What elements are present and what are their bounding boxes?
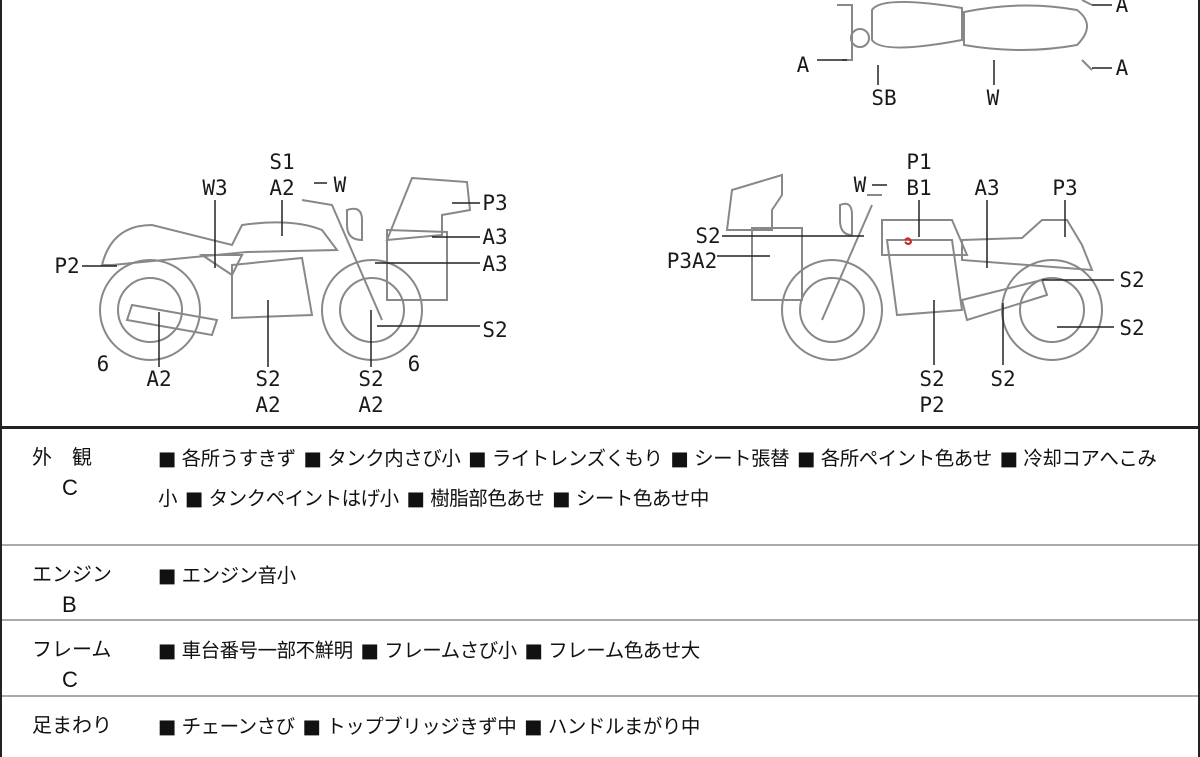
condition-item: ■ 冷却コアへこみ小 bbox=[158, 447, 1157, 510]
damage-label: SB bbox=[871, 86, 897, 110]
damage-label: P1 bbox=[906, 150, 932, 174]
damage-label: A2 bbox=[269, 176, 295, 200]
damage-label: A3 bbox=[482, 252, 508, 276]
category-grade: C bbox=[62, 667, 78, 692]
damage-label: P2 bbox=[919, 393, 945, 417]
damage-label: S2 bbox=[919, 367, 945, 391]
condition-item: ■ シート色あせ中 bbox=[552, 487, 709, 510]
condition-item: ■ フレームさび小 bbox=[360, 639, 518, 662]
damage-label: S2 bbox=[695, 224, 721, 248]
damage-label: B1 bbox=[906, 176, 932, 200]
category-name: エンジン bbox=[32, 562, 112, 586]
right-view-bike bbox=[725, 173, 1103, 361]
condition-item: ■ シート張替 bbox=[670, 447, 790, 470]
damage-label: P3A2 bbox=[666, 249, 718, 273]
condition-item: ■ 各所うすきず bbox=[158, 447, 296, 470]
condition-table: 外 観 C ■ 各所うすきず ■ タンク内さび小 ■ ライトレンズくもり ■ シート張替… bbox=[0, 426, 1200, 757]
condition-item: ■ ライトレンズくもり bbox=[468, 447, 663, 470]
damage-label: A bbox=[796, 53, 810, 77]
condition-items: ■ 車台番号一部不鮮明 ■ フレームさび小 ■ フレーム色あせ大 bbox=[158, 631, 1178, 671]
condition-item: ■ 樹脂部色あせ bbox=[406, 487, 545, 510]
damage-label: S2 bbox=[990, 367, 1016, 391]
damage-label: 6 bbox=[96, 352, 110, 376]
condition-items: ■ チェーンさび ■ トップブリッジきず中 ■ ハンドルまがり中 bbox=[158, 707, 1178, 747]
damage-label: S2 bbox=[1119, 316, 1145, 340]
motorcycle-drawings bbox=[82, 0, 1114, 367]
condition-item: ■ 車台番号一部不鮮明 bbox=[158, 639, 353, 662]
damage-label: S2 bbox=[255, 367, 281, 391]
table-row-engine: エンジン B ■ エンジン音小 bbox=[2, 546, 1198, 621]
condition-items: ■ 各所うすきず ■ タンク内さび小 ■ ライトレンズくもり ■ シート張替 ■ 各所ペ… bbox=[158, 439, 1178, 519]
damage-label: P3 bbox=[1052, 176, 1078, 200]
damage-label: W bbox=[853, 173, 867, 197]
table-row-suspension: 足まわり ■ チェーンさび ■ トップブリッジきず中 ■ ハンドルまがり中 bbox=[2, 697, 1198, 757]
red-mark bbox=[904, 237, 913, 245]
condition-items: ■ エンジン音小 bbox=[158, 556, 1178, 596]
condition-item: ■ 各所ペイント色あせ bbox=[797, 447, 992, 470]
condition-item: ■ タンクペイントはげ小 bbox=[185, 487, 399, 510]
damage-label: A bbox=[1115, 56, 1129, 80]
category-grade: B bbox=[62, 592, 77, 617]
category-name: フレーム bbox=[32, 637, 112, 661]
category-name: 外 観 bbox=[32, 445, 92, 469]
condition-item: ■ トップブリッジきず中 bbox=[302, 715, 517, 738]
table-row-exterior: 外 観 C ■ 各所うすきず ■ タンク内さび小 ■ ライトレンズくもり ■ シート張替… bbox=[2, 429, 1198, 546]
damage-label: W bbox=[333, 173, 347, 197]
condition-item: ■ エンジン音小 bbox=[158, 564, 296, 587]
damage-label: A2 bbox=[255, 393, 281, 417]
left-view-bike bbox=[99, 176, 472, 361]
condition-diagram: A A A SB W S1 A2 W W3 P3 A3 A3 P2 S2 6 A… bbox=[0, 0, 1200, 426]
condition-item: ■ チェーンさび bbox=[158, 715, 295, 738]
category-name: 足まわり bbox=[32, 713, 112, 737]
table-row-frame: フレーム C ■ 車台番号一部不鮮明 ■ フレームさび小 ■ フレーム色あせ大 bbox=[2, 621, 1198, 697]
damage-label: A bbox=[1115, 0, 1129, 17]
damage-label: S1 bbox=[269, 150, 295, 174]
damage-label: A2 bbox=[146, 367, 172, 391]
category-grade: C bbox=[62, 475, 78, 500]
damage-label: S2 bbox=[358, 367, 384, 391]
damage-label: P2 bbox=[54, 254, 80, 278]
damage-label: P3 bbox=[482, 191, 508, 215]
condition-item: ■ タンク内さび小 bbox=[303, 447, 461, 470]
condition-item: ■ ハンドルまがり中 bbox=[524, 715, 700, 738]
top-view-bike bbox=[837, 0, 1093, 71]
damage-label: A3 bbox=[974, 176, 1000, 200]
damage-label: 6 bbox=[407, 352, 421, 376]
damage-label: S2 bbox=[482, 318, 508, 342]
damage-label: W3 bbox=[202, 176, 228, 200]
damage-label: A2 bbox=[358, 393, 384, 417]
damage-label: S2 bbox=[1119, 268, 1145, 292]
damage-label: A3 bbox=[482, 225, 508, 249]
condition-item: ■ フレーム色あせ大 bbox=[524, 639, 701, 662]
damage-label: W bbox=[986, 86, 1000, 110]
